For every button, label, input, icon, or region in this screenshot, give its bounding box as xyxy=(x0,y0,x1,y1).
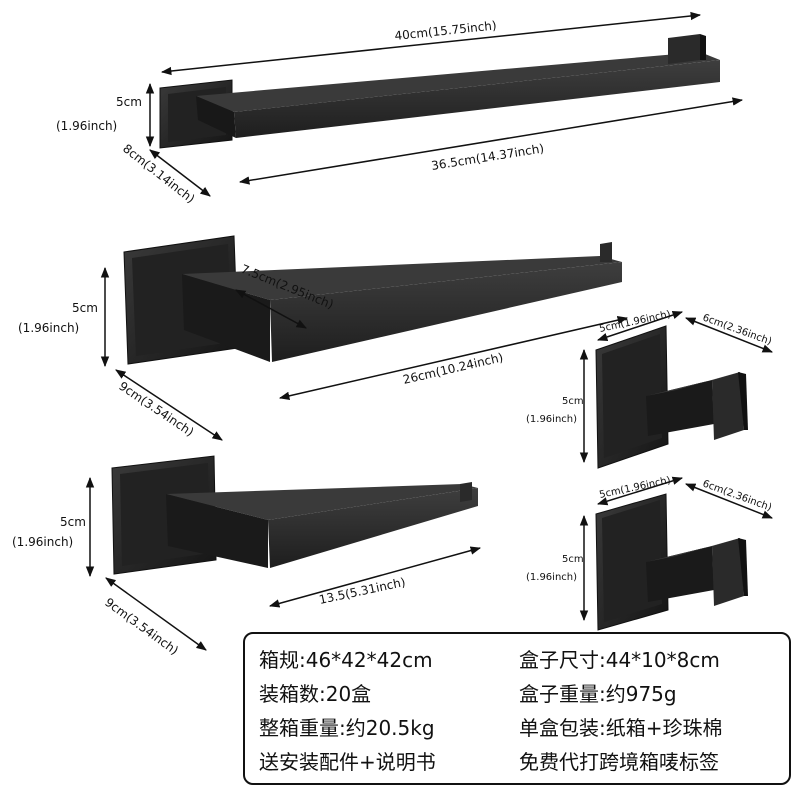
spec-box-weight: 盒子重量:约975g xyxy=(519,682,677,706)
spec-carton-weight: 整箱重量:约20.5kg xyxy=(259,716,435,740)
hook-top-height-in: (1.96inch) xyxy=(526,414,577,425)
paper-holder-length: 13.5(5.31inch) xyxy=(318,575,407,607)
towel-bar-bar-length: 36.5cm(14.37inch) xyxy=(430,141,545,173)
spec-packaging: 单盒包装:纸箱+珍珠棉 xyxy=(519,716,723,740)
towel-bar-depth: 8cm(3.14inch) xyxy=(120,141,197,206)
towel-ring-bar-depth: 9cm(3.54inch) xyxy=(116,379,196,439)
packaging-spec-box: 箱规:46*42*42cm 盒子尺寸:44*10*8cm 装箱数:20盒 盒子重… xyxy=(243,632,791,785)
towel-ring-bar-length: 26cm(10.24inch) xyxy=(402,350,505,387)
hook-bottom-height-cm: 5cm xyxy=(562,554,584,565)
hook-bottom-height-in: (1.96inch) xyxy=(526,572,577,583)
paper-holder-product xyxy=(111,455,478,575)
hook-bottom-product xyxy=(595,493,748,631)
hook-top-product xyxy=(595,325,748,469)
hook-bottom-depth: 6cm(2.36inch) xyxy=(701,478,773,513)
spec-box-size: 盒子尺寸:44*10*8cm xyxy=(519,648,720,672)
spec-labeling: 免费代打跨境箱唛标签 xyxy=(519,750,719,774)
hook-top-depth: 6cm(2.36inch) xyxy=(701,312,773,347)
towel-ring-bar-product xyxy=(123,235,622,365)
towel-bar-product xyxy=(159,34,720,149)
towel-ring-bar-height-in: (1.96inch) xyxy=(18,321,79,335)
spec-carton-size: 箱规:46*42*42cm xyxy=(259,648,433,672)
paper-holder-height-cm: 5cm xyxy=(60,515,86,529)
towel-ring-bar-height-cm: 5cm xyxy=(72,301,98,315)
hook-top-height-cm: 5cm xyxy=(562,396,584,407)
towel-bar-total-length: 40cm(15.75inch) xyxy=(394,18,497,43)
paper-holder-height-in: (1.96inch) xyxy=(12,535,73,549)
spec-carton-qty: 装箱数:20盒 xyxy=(259,682,372,706)
towel-bar-height-in: (1.96inch) xyxy=(56,119,117,133)
towel-bar-height-cm: 5cm xyxy=(116,95,142,109)
spec-accessories: 送安装配件+说明书 xyxy=(259,750,436,774)
